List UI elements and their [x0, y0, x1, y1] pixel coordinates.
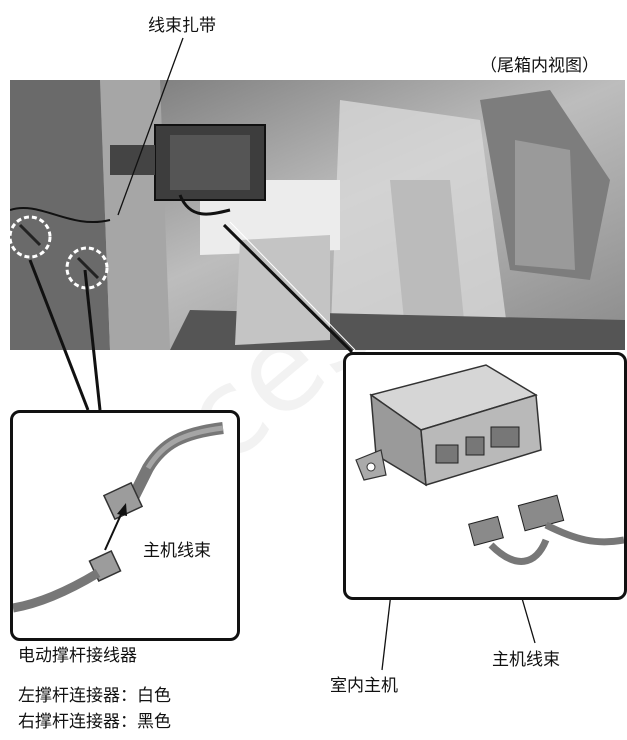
view-note-label: （尾箱内视图）	[480, 56, 599, 76]
left-connector-note: 左撑杆连接器：白色	[18, 686, 171, 706]
connector-label: 电动撑杆接线器	[18, 646, 137, 666]
host-detail-inset	[343, 352, 627, 600]
right-connector-note: 右撑杆连接器：黑色	[18, 712, 171, 732]
indoor-host-label: 室内主机	[330, 676, 398, 696]
connector-detail-inset: 主机线束	[10, 410, 240, 641]
cable-tie-label: 线束扎带	[148, 16, 216, 36]
trunk-interior-photo	[10, 80, 625, 350]
main-harness-label-right: 主机线束	[492, 650, 560, 670]
main-harness-label-left: 主机线束	[143, 541, 211, 561]
